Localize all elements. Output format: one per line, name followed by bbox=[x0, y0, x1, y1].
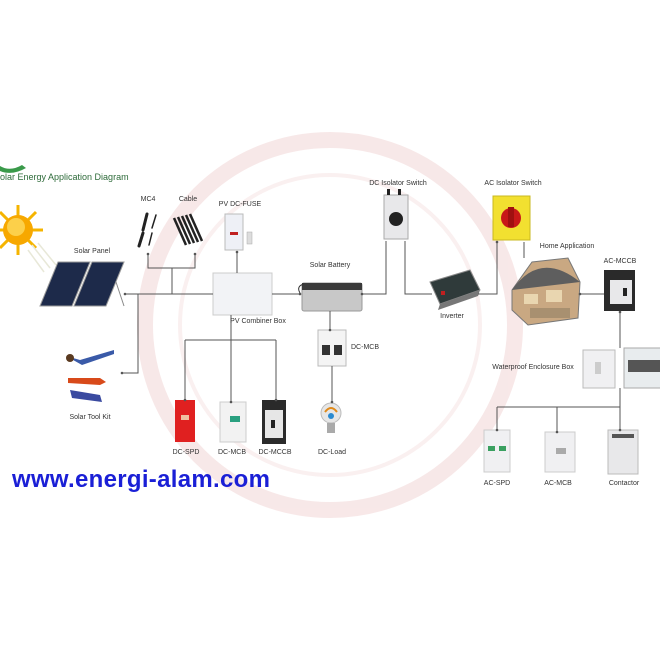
label-ac-spd: AC-SPD bbox=[483, 480, 511, 487]
diagram-title: olar Energy Application Diagram bbox=[0, 172, 129, 182]
label-inverter: Inverter bbox=[440, 313, 464, 320]
watermark bbox=[137, 132, 523, 518]
label-dc-isolator-switch: DC Isolator Switch bbox=[369, 180, 427, 187]
pv-dc-fuse bbox=[224, 213, 253, 251]
label-dc-spd: DC-SPD bbox=[172, 449, 200, 456]
dc-mccb bbox=[262, 400, 286, 444]
label-dc-mcb: DC-MCB bbox=[218, 449, 246, 456]
label-dc-mcb-battery: DC-MCB bbox=[351, 344, 379, 351]
label-dc-load: DC-Load bbox=[317, 449, 347, 456]
connector-lines bbox=[120, 240, 622, 434]
label-pv-dc-fuse: PV DC-FUSE bbox=[218, 201, 262, 208]
label-contactor: Contactor bbox=[608, 480, 640, 487]
dc-mcb-battery bbox=[317, 329, 347, 367]
solar-tool-kit bbox=[66, 350, 114, 402]
pv-combiner-box bbox=[212, 272, 273, 316]
dc-mcb bbox=[219, 401, 247, 443]
ac-mccb bbox=[604, 270, 635, 311]
label-home-application: Home Application bbox=[539, 243, 595, 250]
website-url: www.energi-alam.com bbox=[12, 466, 271, 493]
label-ac-mcb: AC-MCB bbox=[544, 480, 572, 487]
label-pv-combiner-box: PV Combiner Box bbox=[230, 318, 286, 325]
logo-icon bbox=[0, 165, 26, 173]
ac-mcb bbox=[544, 431, 576, 473]
dc-isolator-switch bbox=[383, 189, 409, 240]
label-cable: Cable bbox=[178, 196, 198, 203]
ac-isolator-switch bbox=[492, 195, 531, 241]
solar-panel bbox=[39, 261, 125, 307]
contactor bbox=[607, 429, 639, 475]
label-solar-tool-kit: Solar Tool Kit bbox=[69, 414, 111, 421]
inverter bbox=[429, 269, 481, 310]
label-solar-panel: Solar Panel bbox=[73, 248, 111, 255]
dc-spd bbox=[175, 400, 195, 442]
sun-icon bbox=[0, 205, 57, 273]
ac-spd bbox=[483, 429, 511, 473]
label-dc-mccb: DC-MCCB bbox=[258, 449, 292, 456]
solar-battery bbox=[298, 282, 363, 312]
waterproof-enclosure-box bbox=[582, 347, 660, 389]
label-waterproof-enclosure-box: Waterproof Enclosure Box bbox=[492, 364, 574, 371]
home-application bbox=[511, 257, 581, 326]
label-ac-isolator-switch: AC Isolator Switch bbox=[484, 180, 542, 187]
label-mc4: MC4 bbox=[140, 196, 156, 203]
mc4-connector bbox=[137, 212, 157, 248]
label-solar-battery: Solar Battery bbox=[309, 262, 351, 269]
label-ac-mccb: AC-MCCB bbox=[603, 258, 637, 265]
dc-load-bulb-icon bbox=[320, 402, 342, 433]
cable bbox=[172, 213, 204, 246]
